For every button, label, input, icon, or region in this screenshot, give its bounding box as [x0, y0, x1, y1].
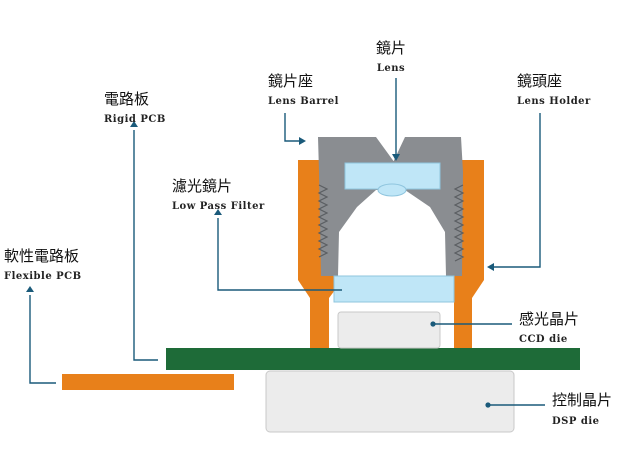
label-lens-barrel-en: Lens Barrel	[268, 96, 339, 107]
label-lens-en: Lens	[377, 63, 405, 74]
rigid-pcb	[166, 348, 580, 370]
dsp-die	[265, 370, 515, 433]
label-lp-filter-zh: 濾光鏡片	[172, 177, 232, 195]
label-ccd-zh: 感光晶片	[519, 310, 579, 328]
lens-barrel-left	[318, 137, 400, 276]
label-lens-barrel-zh: 鏡片座	[268, 72, 313, 90]
label-lens-holder-en: Lens Holder	[517, 96, 591, 107]
label-flex-pcb-en: Flexible PCB	[4, 271, 82, 282]
label-ccd-en: CCD die	[519, 334, 568, 345]
ccd-die	[337, 311, 441, 349]
label-rigid-pcb-en: Rigid PCB	[104, 114, 166, 125]
leader-dots	[26, 121, 494, 408]
lens-bulge	[377, 183, 407, 197]
label-dsp-zh: 控制晶片	[552, 391, 612, 409]
barrel-threads	[317, 184, 465, 262]
label-rigid-pcb-zh: 電路板	[104, 90, 149, 108]
leader-lines	[29, 78, 545, 406]
label-flex-pcb-zh: 軟性電路板	[4, 247, 79, 265]
label-lp-filter-en: Low Pass Filter	[172, 201, 265, 212]
label-lens-holder-zh: 鏡頭座	[517, 72, 562, 90]
label-dsp-en: DSP die	[552, 416, 600, 427]
low-pass-filter	[333, 275, 455, 303]
lens-barrel-right	[380, 137, 463, 276]
flexible-pcb	[62, 374, 234, 390]
label-lens-zh: 鏡片	[376, 39, 406, 57]
